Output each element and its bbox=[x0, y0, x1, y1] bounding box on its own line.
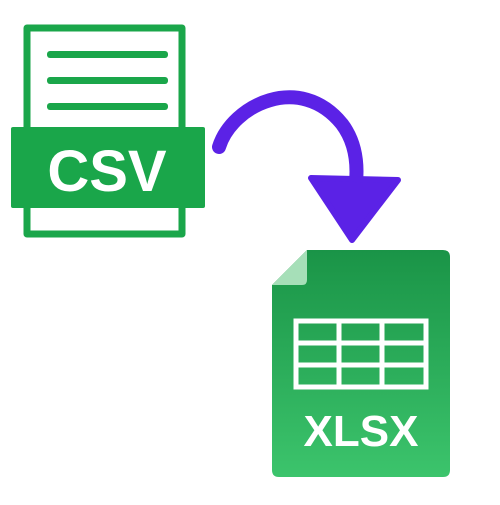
csv-text-line-1 bbox=[47, 51, 168, 58]
curved-arrow-icon bbox=[212, 90, 401, 243]
csv-label: CSV bbox=[47, 139, 167, 204]
spreadsheet-grid-icon bbox=[293, 318, 429, 390]
xlsx-folded-corner bbox=[272, 250, 307, 285]
arrow-head bbox=[308, 175, 401, 243]
xlsx-spreadsheet-icon: XLSX bbox=[272, 250, 450, 477]
csv-text-line-3 bbox=[47, 103, 168, 110]
arrow-curve bbox=[212, 90, 364, 189]
csv-document-icon: CSV bbox=[11, 24, 205, 238]
csv-label-band bbox=[11, 127, 205, 208]
xlsx-label: XLSX bbox=[304, 407, 419, 456]
csv-text-line-2 bbox=[47, 77, 168, 84]
